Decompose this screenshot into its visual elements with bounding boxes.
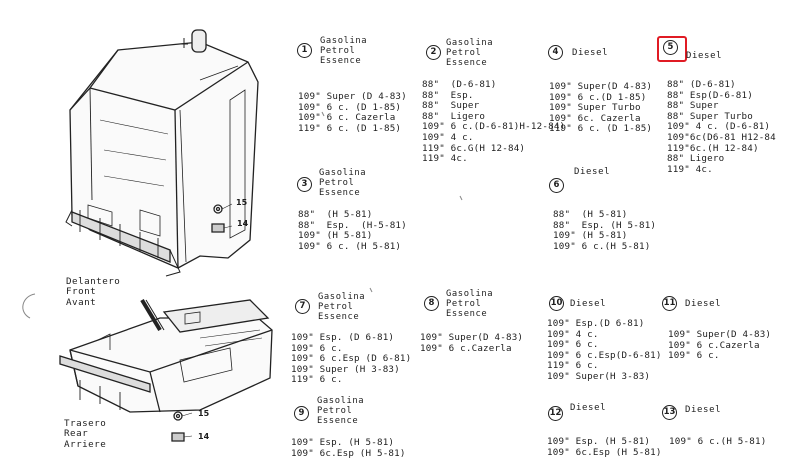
group-1-number: 1 <box>297 43 312 58</box>
group-10-number: 10 <box>549 296 564 311</box>
group-7-fuel: Gasolina Petrol Essence <box>318 292 366 323</box>
group-9-fuel: Gasolina Petrol Essence <box>317 396 365 427</box>
group-9-models: 109" Esp. (H 5-81) 109" 6c.Esp (H 5-81) <box>291 437 406 459</box>
group-13-number: 13 <box>662 405 677 420</box>
group-12-models: 109" Esp. (H 5-81) 109" 6c.Esp (H 5-81) <box>547 436 662 458</box>
rear-view-label: Trasero Rear Arriere <box>64 418 107 450</box>
group-4-fuel: Diesel <box>572 48 609 58</box>
rear-callout-15: 15 <box>198 409 210 418</box>
front-fuel-tank-drawing <box>65 29 259 277</box>
front-callout-14: 14 <box>237 219 249 228</box>
group-5-highlight-box <box>657 36 687 62</box>
group-2-number: 2 <box>426 45 441 60</box>
group-11-models: 109" Super(D 4-83) 109" 6 c.Cazerla 109"… <box>668 329 772 362</box>
group-7-number: 7 <box>295 299 310 314</box>
group-12-fuel: Diesel <box>570 403 607 413</box>
group-2-fuel: Gasolina Petrol Essence <box>446 38 494 69</box>
group-6-models: 88" (H 5-81) 88" Esp. (H 5-81) 109" (H 5… <box>553 209 657 252</box>
front-callout-15: 15 <box>236 198 248 207</box>
group-11-number: 11 <box>662 296 677 311</box>
group-6-fuel: Diesel <box>574 167 611 177</box>
group-4-number: 4 <box>548 45 563 60</box>
group-1-fuel: Gasolina Petrol Essence <box>320 36 368 67</box>
group-2-models: 88" (D-6-81) 88" Esp. 88" Super 88" Lige… <box>422 79 566 165</box>
rear-callout-14: 14 <box>198 432 210 441</box>
group-9-number: 9 <box>294 406 309 421</box>
group-10-models: 109" Esp.(D 6-81) 109" 4 c. 109" 6 c. 10… <box>547 318 662 382</box>
group-5-number: 5 <box>663 40 678 55</box>
group-3-fuel: Gasolina Petrol Essence <box>319 168 367 199</box>
group-8-number: 8 <box>424 296 439 311</box>
group-6-number: 6 <box>549 178 564 193</box>
group-8-fuel: Gasolina Petrol Essence <box>446 289 494 320</box>
group-4-models: 109" Super(D 4-83) 109" 6 c.(D 1-85) 109… <box>549 81 653 135</box>
rear-fuel-tank-drawing <box>59 298 273 442</box>
group-3-number: 3 <box>297 177 312 192</box>
group-8-models: 109" Super(D 4-83) 109" 6 c.Cazerla <box>420 332 524 354</box>
group-7-models: 109" Esp. (D 6-81) 109" 6 c. 109" 6 c.Es… <box>291 332 412 386</box>
front-view-label: Delantero Front Avant <box>66 276 121 308</box>
group-12-number: 12 <box>548 406 563 421</box>
group-13-models: 109" 6 c.(H 5-81) <box>669 436 767 447</box>
group-10-fuel: Diesel <box>570 299 607 309</box>
group-1-models: 109" Super (D 4-83) 109" 6 c. (D 1-85) 1… <box>298 91 407 134</box>
group-5-fuel: Diesel <box>686 51 723 61</box>
group-5-models: 88" (D-6-81) 88" Esp(D-6-81) 88" Super 8… <box>667 79 776 175</box>
group-11-fuel: Diesel <box>685 299 722 309</box>
group-13-fuel: Diesel <box>685 405 722 415</box>
scan-marks <box>22 111 463 319</box>
group-3-models: 88" (H 5-81) 88" Esp. (H-5-81) 109" (H 5… <box>298 209 407 252</box>
